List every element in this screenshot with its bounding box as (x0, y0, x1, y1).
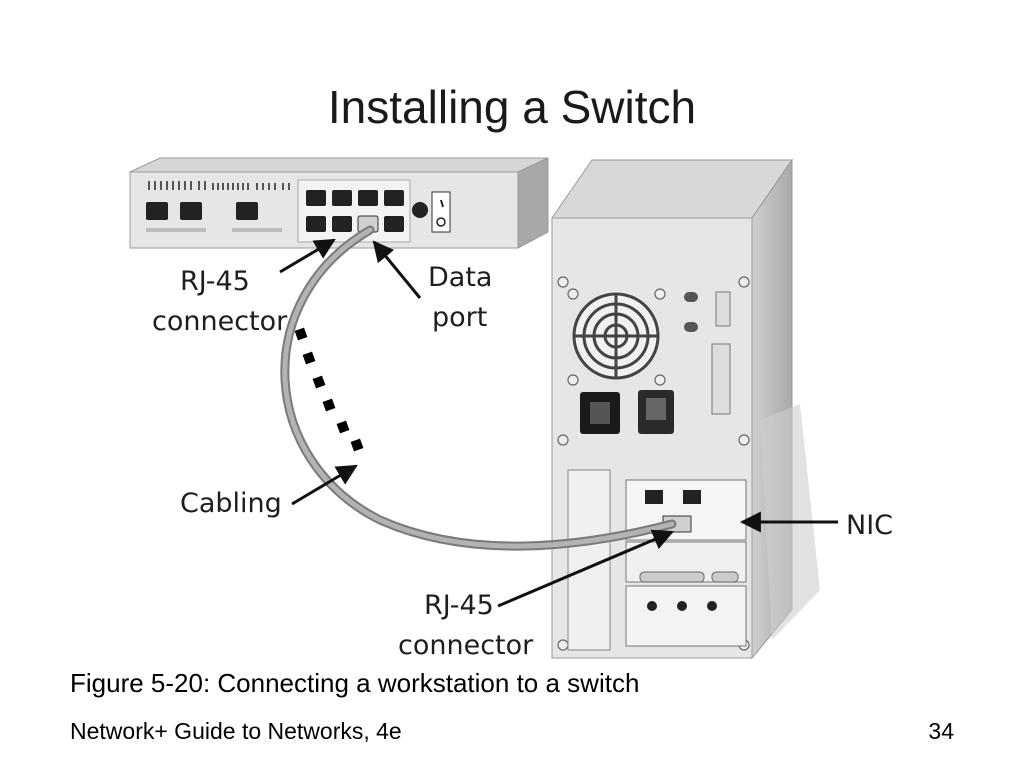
callout-arrows (279, 238, 838, 608)
label-rj45-bottom: RJ-45 (424, 590, 494, 621)
arrow-rj45-top (279, 238, 336, 274)
slide-title: Installing a Switch (327, 81, 697, 133)
power-sockets (580, 390, 674, 434)
dashed-marker (294, 327, 364, 452)
figure-caption: Figure 5-20: Connecting a workstation to… (70, 668, 640, 698)
switch-vent-marks (148, 181, 290, 190)
arrow-rj45-bottom (497, 529, 674, 608)
page-number: 34 (928, 718, 954, 744)
fan-grill (572, 292, 660, 380)
computer-tower (551, 158, 820, 660)
switch-knob (412, 202, 428, 218)
label-rj45-bottom-line2: connector (398, 630, 534, 661)
network-switch (129, 157, 549, 249)
label-cabling: Cabling (180, 488, 282, 519)
expansion-card (625, 541, 747, 583)
label-data-port-line2: port (432, 302, 487, 333)
arrow-cabling (291, 464, 358, 506)
label-rj45-top: RJ-45 (180, 266, 250, 297)
serial-ports (684, 291, 731, 415)
audio-card (625, 585, 747, 647)
footer-book-title: Network+ Guide to Networks, 4e (70, 718, 402, 744)
arrow-data-port (372, 240, 422, 299)
label-data-port: Data (428, 262, 492, 293)
switch-data-ports (306, 190, 404, 232)
label-nic: NIC (846, 510, 893, 541)
switch-left-ports (146, 202, 258, 220)
label-rj45-top-line2: connector (152, 306, 288, 337)
